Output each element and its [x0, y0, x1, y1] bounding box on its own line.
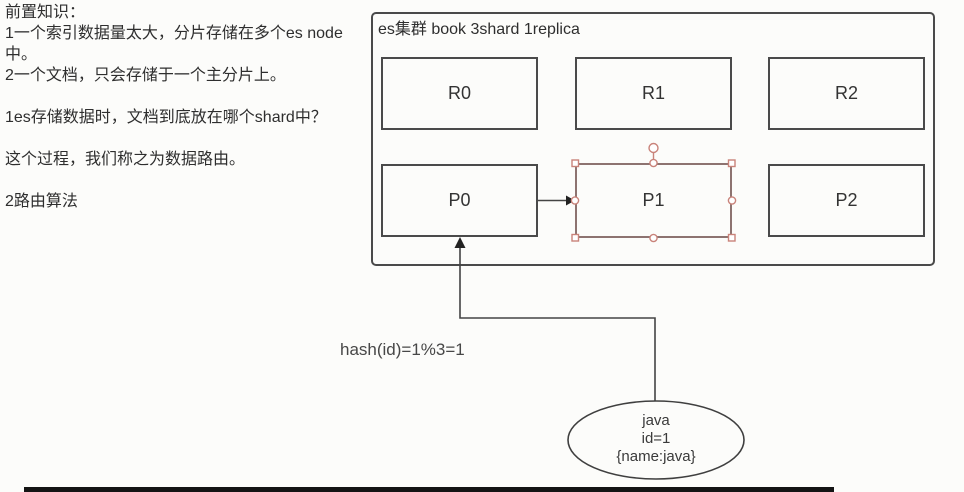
document-node-text: java id=1 {name:java} — [576, 412, 736, 466]
shard-label-p1: P1 — [642, 190, 665, 210]
shard-label-r2: R2 — [834, 83, 858, 103]
document-line-json: {name:java} — [616, 448, 696, 465]
shard-label-p0: P0 — [448, 190, 471, 210]
shard-label-r1: R1 — [641, 83, 665, 103]
document-line-name: java — [642, 412, 670, 429]
es-cluster-title: es集群 book 3shard 1replica — [378, 21, 580, 38]
shard-box-r2[interactable]: R2 — [768, 57, 925, 130]
shard-box-p2[interactable]: P2 — [768, 164, 925, 237]
shard-box-r1[interactable]: R1 — [575, 57, 732, 130]
lecture-notes: 前置知识： 1一个索引数据量太大，分片存储在多个es node 中。 2一个文档… — [5, 4, 343, 210]
video-progress-bar[interactable] — [24, 487, 834, 492]
shard-box-r0[interactable]: R0 — [381, 57, 538, 130]
shard-label-p2: P2 — [835, 190, 858, 210]
document-line-id: id=1 — [641, 430, 671, 447]
shard-box-p1-selected[interactable]: P1 — [575, 163, 732, 238]
shard-label-r0: R0 — [447, 83, 471, 103]
shard-box-p0[interactable]: P0 — [381, 164, 538, 237]
hash-routing-label: hash(id)=1%3=1 — [340, 340, 465, 359]
